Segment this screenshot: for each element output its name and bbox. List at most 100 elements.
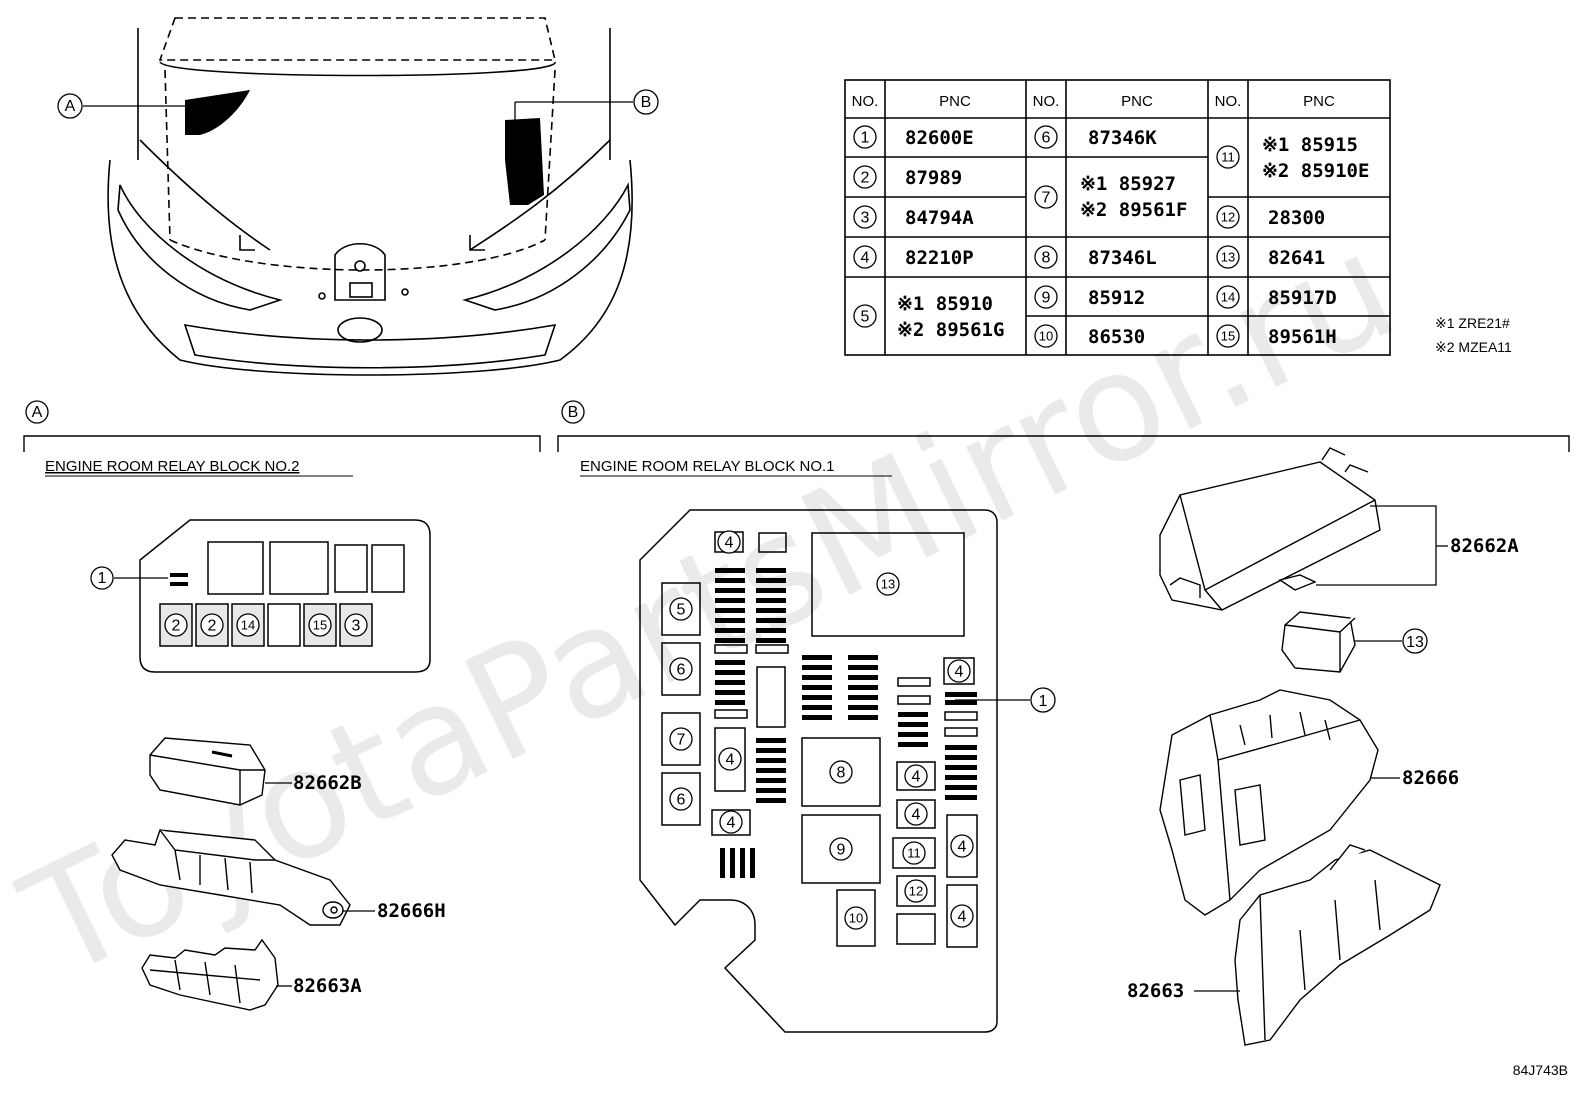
part-label-82663: 82663: [1127, 980, 1184, 1002]
svg-text:1: 1: [1039, 693, 1048, 710]
note-1: ※1 ZRE21#: [1435, 315, 1510, 331]
header-pnc-2: PNC: [1121, 93, 1153, 110]
relay-block-no2: [139, 519, 431, 673]
svg-text:B: B: [641, 94, 652, 111]
block-b-slot-6: 6: [669, 787, 693, 811]
svg-text:15: 15: [1221, 329, 1235, 344]
part-label-82662b: 82662B: [293, 772, 362, 794]
location-callout-a: A: [57, 93, 185, 119]
pnc-value-15: 89561H: [1268, 326, 1337, 348]
pnc-value-2: 87989: [905, 167, 962, 189]
svg-text:4: 4: [912, 769, 921, 786]
pnc-value-8: 87346L: [1088, 247, 1157, 269]
fuse-stack-8: [945, 692, 977, 705]
block-a-slot-2: 2: [164, 613, 188, 637]
svg-text:14: 14: [241, 618, 255, 633]
part-82663a-drawing: [141, 938, 279, 1011]
svg-text:4: 4: [958, 909, 967, 926]
pnc-number-5: 5: [853, 304, 877, 328]
fuse-bars: [715, 568, 977, 878]
block-b-slot-4: 4: [904, 802, 928, 826]
car-front-view: [107, 17, 633, 376]
location-callout-b: B: [514, 89, 659, 122]
pnc-row-7: 7※1 85927※2 89561F: [1034, 173, 1187, 221]
svg-text:6: 6: [677, 792, 686, 809]
svg-text:A: A: [32, 404, 43, 421]
svg-text:A: A: [65, 98, 76, 115]
svg-text:2: 2: [172, 618, 181, 635]
pnc-number-2: 2: [853, 165, 877, 189]
part-label-82663a: 82663A: [293, 975, 362, 997]
svg-text:3: 3: [861, 210, 870, 227]
pnc-number-7: 7: [1034, 185, 1058, 209]
block-a-slot-15: 15: [308, 613, 332, 637]
block-b-slot-9: 9: [829, 837, 853, 861]
pnc-table-headers: NO. PNC NO. PNC NO. PNC: [852, 93, 1335, 110]
svg-text:4: 4: [725, 535, 734, 552]
part-label-82666: 82666: [1402, 767, 1459, 789]
svg-text:2: 2: [208, 618, 217, 635]
variant-notes: ※1 ZRE21# ※2 MZEA11: [1435, 315, 1512, 355]
block-b-slot-4: 4: [718, 747, 742, 771]
part-label-82662a: 82662A: [1450, 535, 1519, 557]
pnc-row-12: 12 28300: [1216, 205, 1325, 229]
fuse-stack-2: [756, 568, 786, 643]
part-label-82666h: 82666H: [377, 900, 446, 922]
svg-text:12: 12: [909, 884, 923, 899]
pnc-number-10: 10: [1034, 324, 1058, 348]
pnc-value-10: 86530: [1088, 326, 1145, 348]
header-pnc-1: PNC: [939, 93, 971, 110]
block-b-slot-13: 13: [876, 572, 900, 596]
block-b-slot-8: 8: [829, 760, 853, 784]
svg-text:10: 10: [1039, 329, 1053, 344]
pnc-row-11: 11※1 85915※2 85910E: [1216, 134, 1369, 182]
relay-block-b-location: [505, 118, 544, 205]
fuse-stack-3: [715, 660, 745, 705]
block-b-slot-10: 10: [844, 906, 868, 930]
block-b-slot-4: 4: [719, 810, 743, 834]
pnc-value-9: 85912: [1088, 287, 1145, 309]
drawing-code: 84J743B: [1513, 1062, 1568, 1078]
block-b-callout-1: 1: [1030, 687, 1056, 713]
block-b-slot-7: 7: [669, 727, 693, 751]
pnc-value-5-2: ※2 89561G: [897, 319, 1004, 341]
block-a-slots: 2 2 14 15 3: [164, 613, 368, 637]
svg-text:12: 12: [1221, 210, 1235, 225]
svg-text:8: 8: [1042, 250, 1051, 267]
relay-block-a-location: [185, 90, 250, 135]
svg-text:8: 8: [837, 765, 846, 782]
svg-text:11: 11: [907, 846, 921, 861]
block-b-slot-12: 12: [904, 879, 928, 903]
part-callout-13: 13: [1402, 628, 1428, 654]
header-no-2: NO.: [1033, 93, 1060, 110]
relay-block-no1: [639, 509, 998, 1033]
svg-text:13: 13: [1221, 250, 1235, 265]
block-b-slot-4: 4: [950, 904, 974, 928]
pnc-value-12: 28300: [1268, 207, 1325, 229]
block-b-slot-11: 11: [902, 841, 926, 865]
pnc-value-14: 85917D: [1268, 287, 1337, 309]
section-a-title: ENGINE ROOM RELAY BLOCK NO.2: [45, 458, 300, 475]
pnc-table: [844, 79, 1391, 356]
block-a-slot-2: 2: [200, 613, 224, 637]
part-82662b-drawing: [149, 737, 266, 806]
pnc-number-8: 8: [1034, 245, 1058, 269]
block-b-slot-6: 6: [669, 657, 693, 681]
part-82662a-drawing: [1159, 447, 1381, 611]
block-a-callout-1: 1: [90, 566, 114, 590]
fuse-stack-6: [848, 655, 878, 720]
svg-text:4: 4: [912, 807, 921, 824]
header-no-1: NO.: [852, 93, 879, 110]
section-b-title: ENGINE ROOM RELAY BLOCK NO.1: [580, 458, 835, 475]
svg-text:3: 3: [352, 618, 361, 635]
svg-text:7: 7: [1042, 190, 1051, 207]
pnc-value-11-1: ※1 85915: [1262, 134, 1358, 156]
part-82663-drawing: [1234, 844, 1441, 1046]
